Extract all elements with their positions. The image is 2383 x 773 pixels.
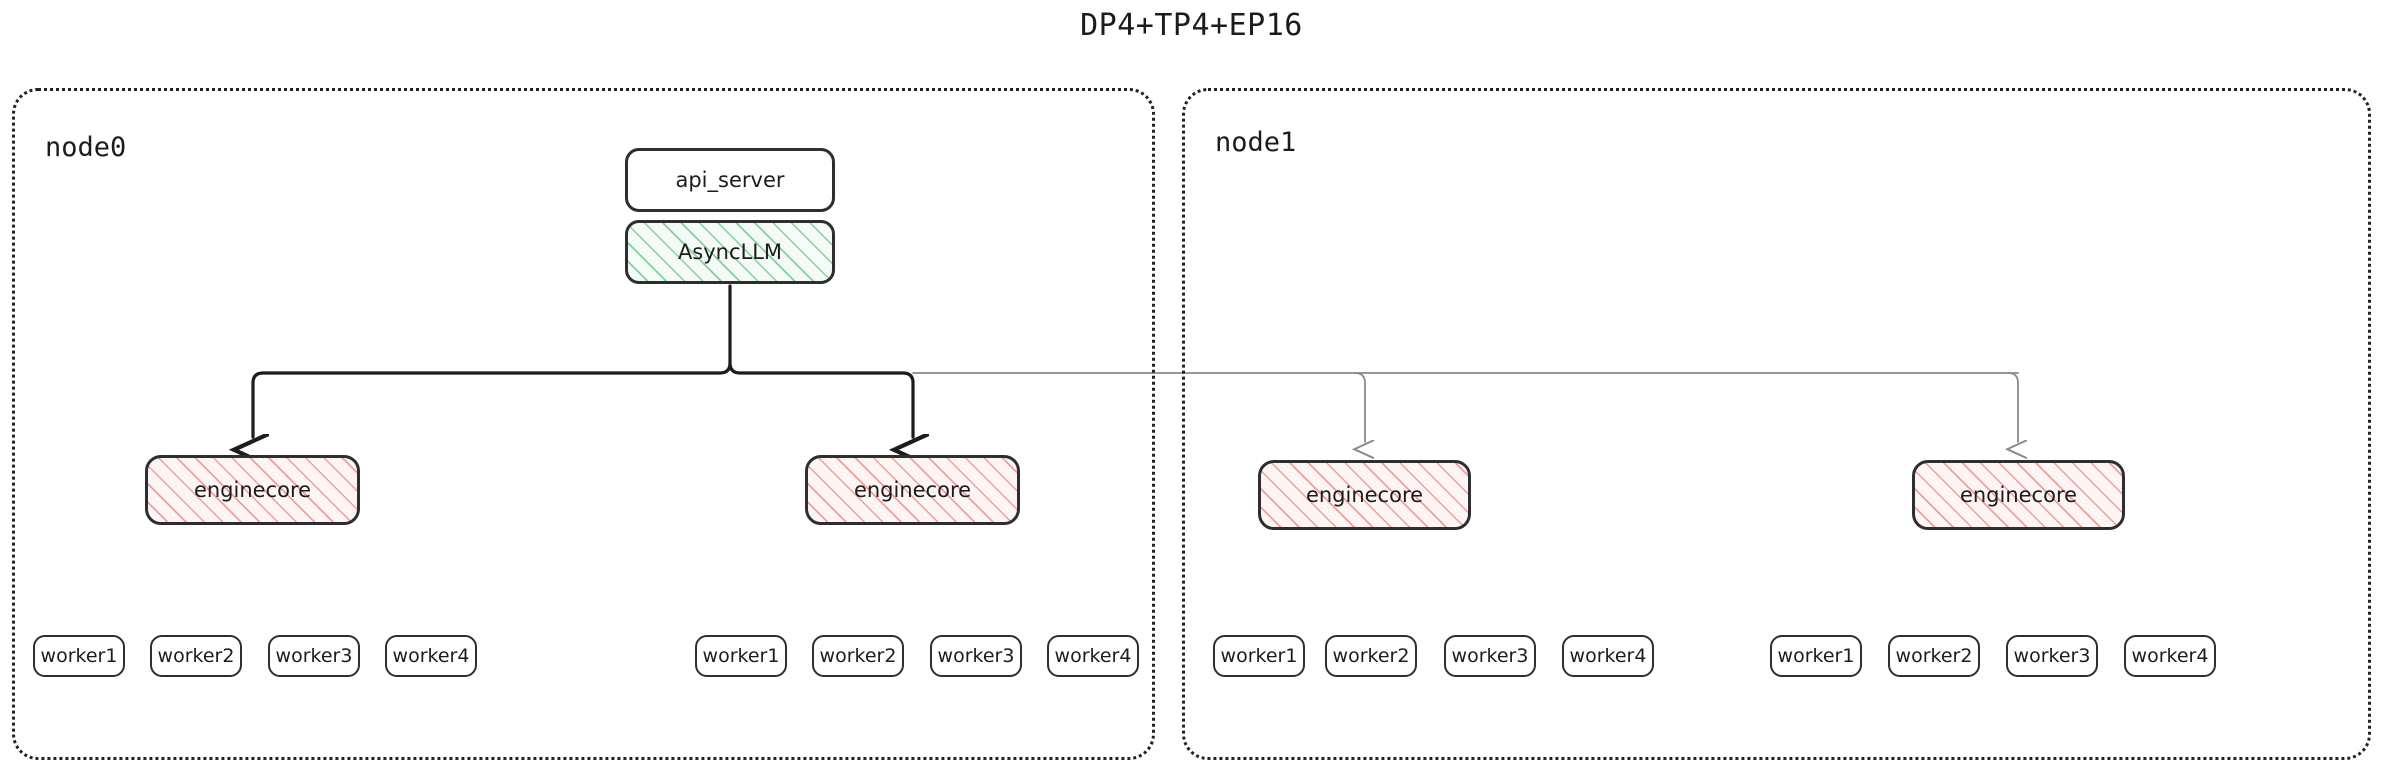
enginecore-node1-engine1[interactable]: enginecore: [1912, 460, 2125, 530]
worker-node0-engine0-2[interactable]: worker2: [150, 635, 242, 677]
worker-node0-engine0-4[interactable]: worker4: [385, 635, 477, 677]
node-container-node0: [12, 88, 1155, 760]
worker-node0-engine1-2[interactable]: worker2: [812, 635, 904, 677]
worker-node1-engine1-2[interactable]: worker2: [1888, 635, 1980, 677]
service-api-server[interactable]: api_server: [625, 148, 835, 212]
worker-node1-engine0-3[interactable]: worker3: [1444, 635, 1536, 677]
worker-node1-engine0-2[interactable]: worker2: [1325, 635, 1417, 677]
worker-node0-engine0-3[interactable]: worker3: [268, 635, 360, 677]
enginecore-node0-engine0[interactable]: enginecore: [145, 455, 360, 525]
enginecore-node1-engine0[interactable]: enginecore: [1258, 460, 1471, 530]
node-container-node1: [1182, 88, 2371, 760]
worker-node1-engine0-1[interactable]: worker1: [1213, 635, 1305, 677]
worker-node0-engine1-4[interactable]: worker4: [1047, 635, 1139, 677]
worker-node0-engine0-1[interactable]: worker1: [33, 635, 125, 677]
worker-node0-engine1-3[interactable]: worker3: [930, 635, 1022, 677]
worker-node1-engine1-3[interactable]: worker3: [2006, 635, 2098, 677]
node-label-node0: node0: [45, 132, 127, 163]
diagram-title: DP4+TP4+EP16: [1080, 8, 1303, 43]
worker-node1-engine1-1[interactable]: worker1: [1770, 635, 1862, 677]
enginecore-node0-engine1[interactable]: enginecore: [805, 455, 1020, 525]
worker-node1-engine1-4[interactable]: worker4: [2124, 635, 2216, 677]
node-label-node1: node1: [1215, 127, 1297, 158]
service-async-llm[interactable]: AsyncLLM: [625, 220, 835, 284]
worker-node0-engine1-1[interactable]: worker1: [695, 635, 787, 677]
worker-node1-engine0-4[interactable]: worker4: [1562, 635, 1654, 677]
